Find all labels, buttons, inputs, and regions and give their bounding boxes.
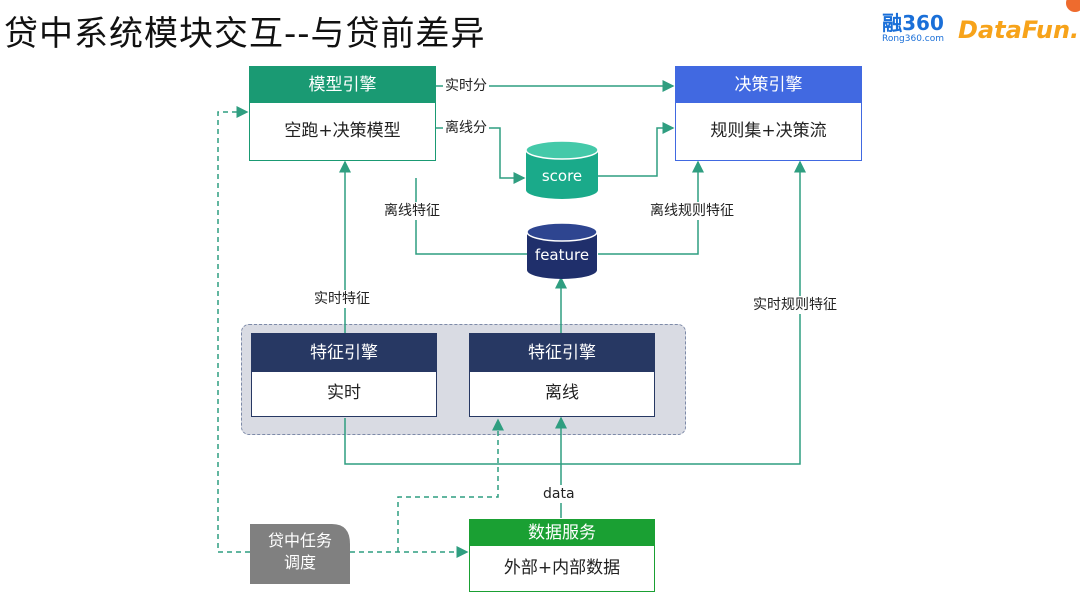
score-database-label: score (541, 167, 583, 185)
feature-engine-offline-header: 特征引擎 (470, 334, 654, 372)
label-realtime-score: 实时分 (443, 77, 489, 95)
label-realtime-feature: 实时特征 (312, 290, 372, 308)
scheduler-shape (250, 524, 350, 584)
page-title: 贷中系统模块交互--与贷前差异 (4, 14, 486, 54)
feature-engine-realtime-box: 特征引擎 实时 (251, 333, 437, 417)
rong360-logo-main: 融360 (882, 11, 944, 35)
label-realtime-rule-feature: 实时规则特征 (751, 296, 839, 314)
feature-database-label: feature (534, 246, 590, 264)
scheduler-label-line1: 贷中任务 (267, 531, 332, 550)
scheduler-node: 贷中任务 调度 (250, 530, 350, 574)
data-service-header: 数据服务 (470, 520, 654, 546)
edge-score-to-decision (598, 122, 675, 177)
label-offline-score: 离线分 (443, 119, 489, 137)
decision-engine-body: 规则集+决策流 (710, 121, 827, 141)
edge-offline-rule-feature (598, 160, 704, 255)
label-offline-rule-feature: 离线规则特征 (648, 202, 736, 220)
data-service-body: 外部+内部数据 (503, 558, 621, 578)
feature-engine-realtime-header: 特征引擎 (252, 334, 436, 372)
rong360-logo-sub: Rong360.com (881, 34, 945, 44)
model-engine-header: 模型引擎 (250, 67, 435, 103)
decision-engine-box: 决策引擎 规则集+决策流 (675, 66, 862, 161)
model-engine-box: 模型引擎 空跑+决策模型 (249, 66, 436, 161)
edge-scheduler-to-offline (397, 418, 504, 552)
label-data: data (541, 485, 577, 503)
label-offline-feature: 离线特征 (382, 202, 442, 220)
score-database (525, 140, 599, 199)
feature-engine-offline-box: 特征引擎 离线 (469, 333, 655, 417)
feature-engine-offline-body: 离线 (545, 383, 579, 403)
model-engine-body: 空跑+决策模型 (284, 121, 401, 141)
feature-engine-realtime-body: 实时 (327, 383, 361, 403)
edge-scheduler-to-model (217, 106, 250, 553)
logo-badge-dot (1066, 0, 1080, 12)
data-service-box: 数据服务 外部+内部数据 (469, 519, 655, 592)
datafun-logo: DataFun. (958, 16, 1080, 44)
rong360-logo: 融360 Rong360.com (877, 12, 949, 45)
feature-database (526, 222, 598, 279)
scheduler-label-line2: 调度 (283, 553, 316, 572)
decision-engine-header: 决策引擎 (676, 67, 861, 103)
